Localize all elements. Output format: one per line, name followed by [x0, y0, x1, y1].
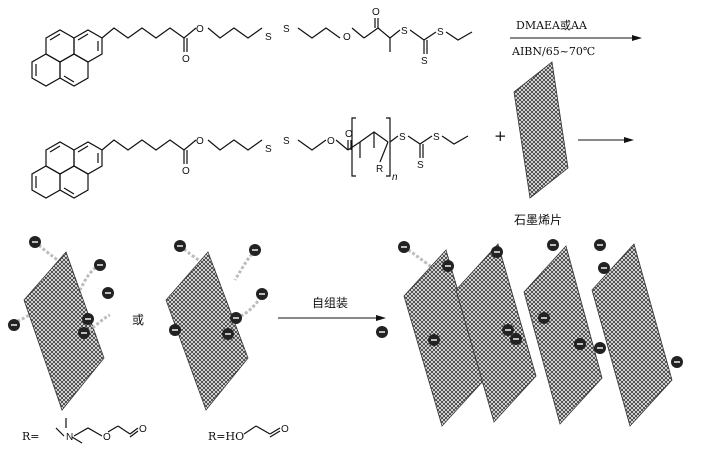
or-label: 或 — [132, 313, 144, 327]
repeat-subscript: n — [392, 172, 398, 183]
atom-s: S — [283, 136, 290, 147]
reaction-arrow-1 — [510, 35, 642, 41]
atom-s: S — [401, 26, 408, 37]
atom-s: S — [421, 56, 428, 67]
atom-o: O — [182, 54, 190, 65]
atom-s: S — [399, 132, 406, 143]
atom-s: S — [265, 144, 272, 155]
atom-o: O — [182, 166, 190, 177]
assembled-stack — [375, 238, 684, 427]
polymer-r-group: R — [376, 164, 383, 175]
molecule-polymer — [31, 117, 469, 199]
r-group-1-prefix: R= — [22, 430, 40, 443]
assembly-label: 自组装 — [312, 296, 348, 310]
assembly-arrow — [278, 315, 386, 321]
atom-o: O — [103, 432, 111, 443]
condition-monomer: DMAEA或AA — [516, 19, 588, 32]
atom-o: O — [196, 136, 204, 147]
condition-initiator: AIBN/65~70℃ — [511, 45, 595, 58]
graphene-label: 石墨烯片 — [514, 213, 562, 227]
r-group-2-prefix: R=HO — [208, 430, 244, 443]
atom-s: S — [283, 24, 290, 35]
atom-s: S — [417, 160, 424, 171]
functionalized-sheet-2 — [165, 239, 269, 411]
atom-s: S — [433, 132, 440, 143]
reaction-arrow-2 — [578, 137, 634, 143]
plus-sign: + — [494, 127, 507, 145]
atom-s: S — [437, 27, 444, 38]
atom-n: N — [66, 432, 73, 443]
functionalized-sheet-1 — [7, 235, 115, 411]
molecule-raft-agent — [31, 18, 473, 87]
r-group-2-structure — [243, 425, 281, 438]
atom-o: O — [281, 424, 289, 435]
atom-o: O — [343, 32, 351, 43]
graphene-sheet — [513, 61, 569, 199]
atom-o: O — [372, 7, 380, 18]
atom-o: O — [345, 129, 353, 140]
atom-o: O — [139, 424, 147, 435]
atom-o: O — [196, 24, 204, 35]
atom-o: O — [327, 136, 335, 147]
atom-s: S — [265, 32, 272, 43]
r-group-1-structure — [55, 418, 139, 444]
